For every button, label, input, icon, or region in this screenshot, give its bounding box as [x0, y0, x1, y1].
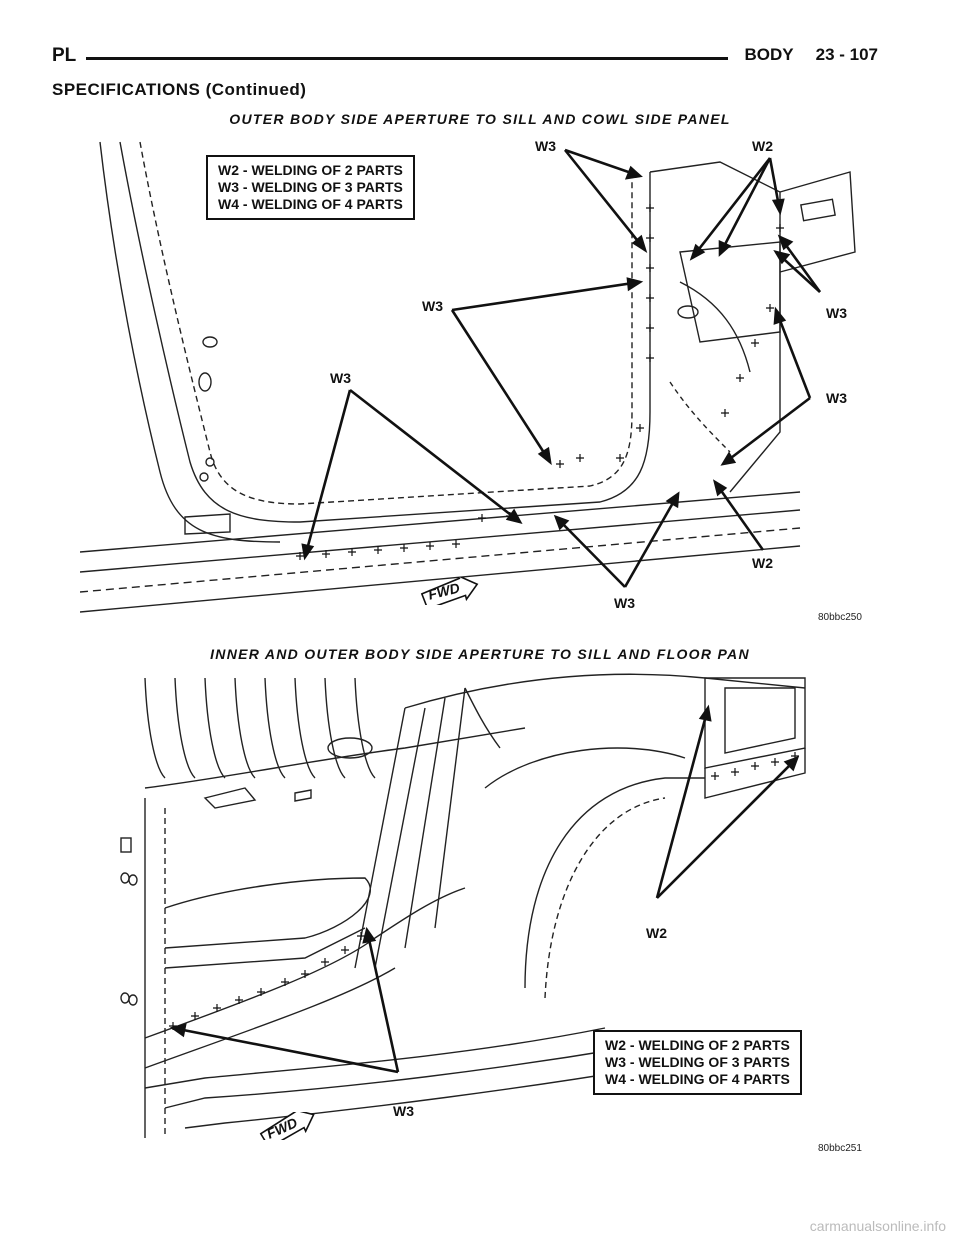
figure2-legend: W2 - WELDING OF 2 PARTS W3 - WELDING OF …: [593, 1030, 802, 1095]
figure1-caption: OUTER BODY SIDE APERTURE TO SILL AND COW…: [229, 111, 731, 127]
legend-w4: W4 - WELDING OF 4 PARTS: [218, 196, 403, 212]
callout-w2-bottom: W2: [752, 555, 773, 571]
figure1-legend: W2 - WELDING OF 2 PARTS W3 - WELDING OF …: [206, 155, 415, 220]
legend-w2: W2 - WELDING OF 2 PARTS: [605, 1037, 790, 1053]
watermark: carmanualsonline.info: [809, 1218, 946, 1234]
fwd-arrow-2: FWD: [258, 1108, 322, 1149]
callout-w3-right-lower: W3: [826, 390, 847, 406]
page-header: PL BODY 23 - 107: [52, 42, 878, 72]
fwd-arrow-1: FWD: [420, 574, 484, 610]
header-right: BODY 23 - 107: [744, 45, 878, 65]
callout-w3: W3: [393, 1103, 414, 1119]
callout-w3-right-upper: W3: [826, 305, 847, 321]
callout-w2-top: W2: [752, 138, 773, 154]
callout-w2: W2: [646, 925, 667, 941]
section-name: BODY: [744, 45, 794, 64]
figure2-drawing: [120, 673, 806, 1138]
manual-code: PL: [52, 45, 77, 66]
figure2-code: 80bbc251: [818, 1143, 862, 1154]
header-rule: [86, 57, 728, 60]
callout-w3-center: W3: [422, 298, 443, 314]
legend-w4: W4 - WELDING OF 4 PARTS: [605, 1071, 790, 1087]
figure2-caption: INNER AND OUTER BODY SIDE APERTURE TO SI…: [210, 646, 750, 662]
figure1-code: 80bbc250: [818, 612, 862, 623]
legend-w3: W3 - WELDING OF 3 PARTS: [218, 179, 403, 195]
callout-w3-left: W3: [330, 370, 351, 386]
callout-w3-top: W3: [535, 138, 556, 154]
section-title: SPECIFICATIONS (Continued): [52, 80, 307, 99]
legend-w3: W3 - WELDING OF 3 PARTS: [605, 1054, 790, 1070]
page-number: 23 - 107: [815, 45, 878, 64]
legend-w2: W2 - WELDING OF 2 PARTS: [218, 162, 403, 178]
callout-w3-bottom: W3: [614, 595, 635, 611]
figure1-drawing: [80, 141, 856, 613]
